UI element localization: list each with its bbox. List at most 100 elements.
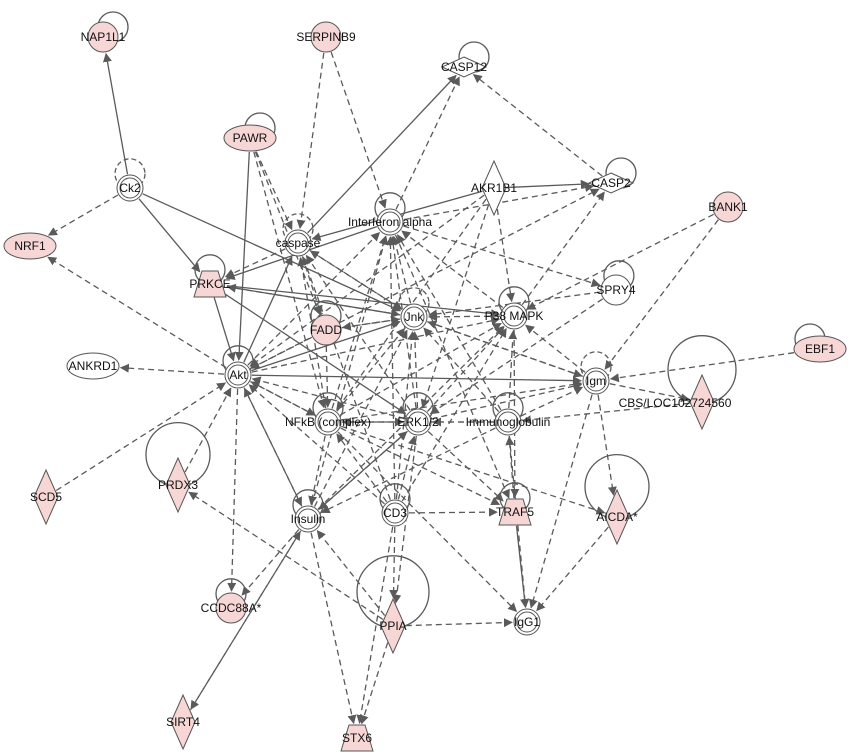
edge-ig-to-igm bbox=[520, 386, 584, 417]
edge-akr1b1-to-casp2 bbox=[506, 179, 590, 189]
edge-spry4-to-erk bbox=[429, 298, 604, 415]
edge-igm-to-p38 bbox=[525, 324, 586, 373]
edge-ck2-to-prkce bbox=[138, 198, 201, 273]
node-shape-circle bbox=[712, 191, 744, 223]
node-stx6[interactable]: STX6 bbox=[340, 724, 374, 752]
node-nap1l1[interactable]: NAP1L1 bbox=[81, 21, 126, 53]
node-ccdc88a[interactable]: CCDC88A* bbox=[201, 592, 262, 624]
node-cbs[interactable]: CBS/LOC102724560 bbox=[619, 373, 732, 431]
node-label: ERK1/2 bbox=[397, 415, 439, 429]
node-label: CD3 bbox=[383, 506, 407, 520]
node-shape-ellipse bbox=[66, 352, 120, 380]
edge-erk-to-igm bbox=[431, 381, 583, 420]
edge-akt-to-caspase bbox=[243, 255, 293, 363]
node-jnk[interactable]: Jnk bbox=[400, 303, 428, 331]
edge-prdx3-to-akt bbox=[184, 387, 232, 473]
node-serpinb9[interactable]: SERPINB9 bbox=[296, 21, 356, 53]
node-ankrd1[interactable]: ANKRD1 bbox=[66, 352, 120, 380]
node-label: SPRY4 bbox=[596, 283, 635, 297]
node-shape-complex bbox=[404, 408, 432, 436]
edge-akr1b1-to-nfkb bbox=[336, 198, 487, 411]
edge-ig-to-insulin bbox=[320, 427, 496, 514]
edge-bank1-to-igm bbox=[604, 219, 719, 370]
edge-ig-to-ifna bbox=[397, 234, 502, 411]
edge-nfkb-to-caspase bbox=[297, 256, 327, 409]
node-igm[interactable]: Igm bbox=[582, 367, 610, 395]
edge-nfkb-to-igm bbox=[341, 380, 583, 421]
node-ifna[interactable]: Interferon alpha bbox=[348, 208, 432, 236]
edge-ig-to-p38 bbox=[508, 330, 518, 409]
node-shape-circle bbox=[310, 314, 342, 346]
node-cd3[interactable]: CD3 bbox=[381, 499, 409, 527]
edge-cd3-to-p38 bbox=[401, 328, 507, 502]
node-akr1b1[interactable]: AKR1B1 bbox=[471, 159, 517, 217]
node-ppia[interactable]: PPIA bbox=[379, 597, 407, 655]
node-akt[interactable]: Akt bbox=[224, 361, 252, 389]
node-label: FADD bbox=[310, 323, 342, 337]
node-shape-complex bbox=[116, 174, 144, 202]
edge-jnk-to-prkce bbox=[226, 283, 401, 316]
edge-insulin-to-stx6 bbox=[310, 532, 357, 725]
node-label: TRAF5 bbox=[496, 505, 534, 519]
node-erk[interactable]: ERK1/2 bbox=[397, 408, 439, 436]
node-igg1[interactable]: IgG1 bbox=[513, 608, 541, 636]
edge-erk-to-ifna bbox=[388, 236, 417, 409]
edge-insulin-to-ifna bbox=[311, 235, 389, 506]
edge-ifna-to-traf5 bbox=[394, 234, 510, 499]
node-label: CCDC88A* bbox=[201, 601, 262, 615]
node-label: EBF1 bbox=[805, 342, 835, 356]
node-aicda[interactable]: AICDA* bbox=[596, 488, 638, 546]
edge-prkce-to-erk bbox=[222, 292, 407, 415]
node-prkce[interactable]: PRKCE bbox=[189, 270, 231, 298]
node-casp12[interactable]: CASP12 bbox=[440, 56, 487, 78]
edge-akt-to-ankrd1 bbox=[119, 363, 225, 375]
node-scd5[interactable]: SCD5 bbox=[30, 468, 62, 526]
node-shape-diamond_v bbox=[380, 597, 406, 655]
node-inner-ring bbox=[407, 411, 429, 433]
node-p38[interactable]: P38 MAPK bbox=[485, 302, 544, 330]
node-ebf1[interactable]: EBF1 bbox=[793, 335, 847, 363]
self-loop-caspase bbox=[282, 213, 314, 245]
edge-nfkb-to-traf5 bbox=[340, 427, 501, 506]
node-shape-complex bbox=[513, 608, 541, 636]
node-label: P38 MAPK bbox=[485, 309, 544, 323]
node-prdx3[interactable]: PRDX3 bbox=[158, 456, 198, 514]
node-shape-circle bbox=[600, 274, 632, 306]
node-label: caspase bbox=[276, 236, 321, 250]
node-label: NAP1L1 bbox=[81, 30, 126, 44]
edge-nfkb-to-aicda bbox=[341, 425, 606, 515]
node-casp2[interactable]: CASP2 bbox=[587, 172, 635, 194]
node-insulin[interactable]: Insulin bbox=[291, 505, 326, 533]
edge-traf5-to-ig bbox=[505, 436, 515, 499]
node-ck2[interactable]: Ck2 bbox=[116, 174, 144, 202]
edge-cd3-to-stx6 bbox=[356, 526, 394, 724]
node-label: SIRT4 bbox=[166, 715, 200, 729]
node-shape-complex bbox=[294, 505, 322, 533]
node-nrf1[interactable]: NRF1 bbox=[3, 232, 57, 260]
node-shape-diamond_v bbox=[604, 488, 630, 546]
node-caspase[interactable]: caspase bbox=[276, 229, 321, 257]
node-ig[interactable]: Immunoglobulin bbox=[466, 408, 551, 436]
node-label: PRDX3 bbox=[158, 478, 198, 492]
node-spry4[interactable]: SPRY4 bbox=[596, 274, 636, 306]
edge-jnk-to-igm bbox=[426, 320, 583, 378]
edge-insulin-to-akt bbox=[244, 387, 303, 507]
node-inner-ring bbox=[585, 370, 607, 392]
edge-fadd-to-akt bbox=[250, 336, 313, 369]
node-inner-ring bbox=[516, 611, 538, 633]
node-fadd[interactable]: FADD bbox=[310, 314, 342, 346]
node-traf5[interactable]: TRAF5 bbox=[496, 498, 534, 526]
edge-caspase-to-casp12 bbox=[307, 74, 457, 234]
edge-ifna-to-spry4 bbox=[403, 225, 601, 288]
node-sirt4[interactable]: SIRT4 bbox=[166, 693, 200, 751]
node-nfkb[interactable]: NFkB (complex) bbox=[285, 408, 371, 436]
edge-akt-to-ccdc88a bbox=[227, 388, 239, 592]
edge-serpinb9-to-caspase bbox=[296, 52, 325, 229]
node-shape-diamond_v bbox=[165, 456, 191, 514]
node-bank1[interactable]: BANK1 bbox=[708, 191, 748, 223]
node-label: CBS/LOC102724560 bbox=[619, 396, 732, 410]
node-pawr[interactable]: PAWR bbox=[223, 124, 277, 152]
self-loop-ck2 bbox=[114, 158, 146, 190]
node-shape-ellipse bbox=[793, 335, 847, 363]
